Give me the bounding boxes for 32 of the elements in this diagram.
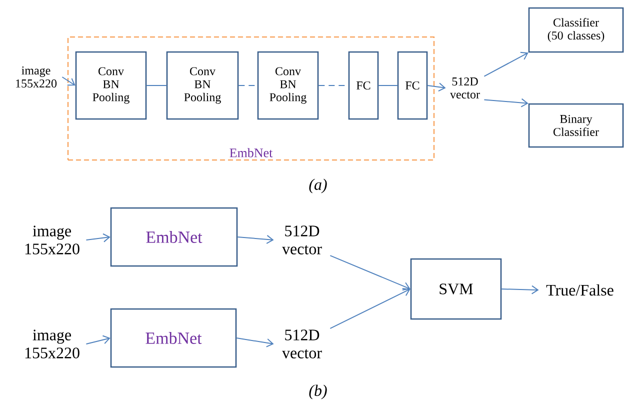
process-box: EmbNet — [110, 207, 238, 267]
arrow — [501, 285, 539, 294]
process-box: EmbNet — [110, 308, 237, 368]
connector-line — [378, 85, 398, 86]
process-box: Binary Classifier — [528, 103, 624, 148]
text-label: True/False — [546, 284, 614, 296]
arrow — [237, 234, 274, 244]
text-label: image 155x220 — [16, 66, 57, 88]
process-box: Classifier (50 classes) — [528, 7, 624, 53]
process-box: Conv BN Pooling — [75, 51, 147, 120]
text-label: 512D vector — [450, 77, 480, 99]
connector-line — [146, 85, 167, 86]
text-label: 512D vector — [282, 226, 322, 254]
arrow — [330, 255, 410, 291]
process-box: SVM — [410, 258, 502, 320]
process-box: Conv BN Pooling — [166, 51, 239, 120]
arrow — [484, 52, 528, 77]
text-label: image 155x220 — [25, 226, 80, 254]
arrow — [484, 98, 528, 108]
process-box: FC — [397, 51, 428, 120]
arrow — [62, 76, 76, 86]
arrow — [86, 233, 110, 242]
text-label: 512D vector — [282, 330, 322, 358]
text-label: image 155x220 — [25, 330, 80, 358]
arrow — [330, 288, 410, 329]
process-box: Conv BN Pooling — [257, 51, 319, 120]
arrow — [427, 82, 446, 92]
arrow — [236, 338, 274, 348]
panel-label: (a) — [309, 178, 327, 194]
panel-label: (b) — [309, 384, 327, 400]
process-box: FC — [348, 51, 379, 120]
arrow — [86, 335, 110, 344]
